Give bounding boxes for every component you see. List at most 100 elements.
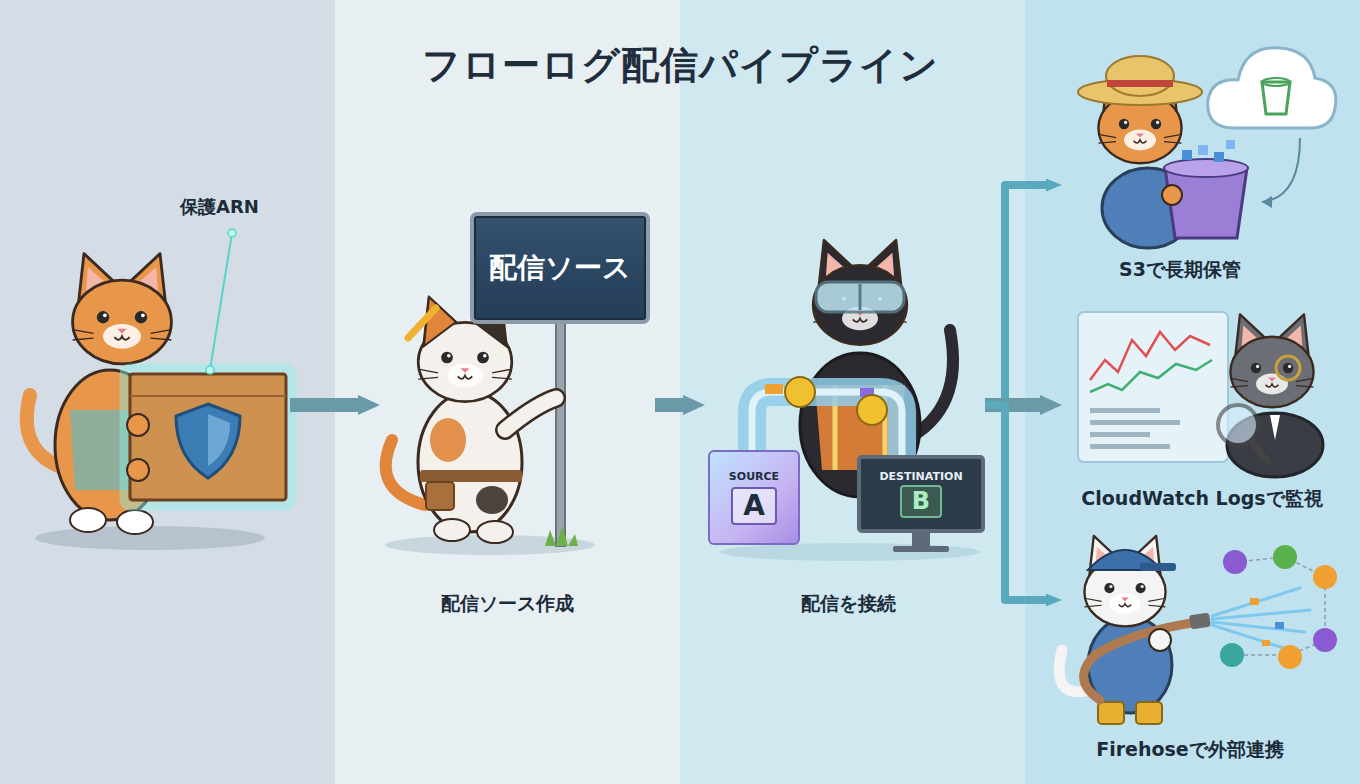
- signboard: 配信ソース: [470, 212, 650, 324]
- cat-s3-bucket: [1262, 78, 1290, 86]
- cat-connecting-pipe: [752, 392, 902, 457]
- cat-with-box: [130, 374, 286, 500]
- cat-with-sign: [477, 521, 513, 543]
- cat-cloudwatch-monitor: [1270, 415, 1280, 440]
- destination-group: S3で長期保管: [1062, 55, 1345, 290]
- cat-firehose: [1084, 536, 1165, 626]
- cat-firehose: [1250, 598, 1259, 605]
- cat-with-sign: [430, 418, 466, 462]
- flow-arrow: [985, 405, 1062, 607]
- stage-group: 配信を接続 SOURCE A DESTINATIONB: [705, 250, 985, 620]
- cat-connecting-pipe: [785, 377, 815, 407]
- sign-text: 配信ソース: [489, 249, 631, 287]
- background-bands: [335, 0, 680, 784]
- cat-connecting-pipe: [720, 543, 980, 561]
- cat-with-box: [176, 404, 240, 478]
- destination-caption: Firehoseで外部連携: [1096, 737, 1284, 763]
- cat-cloudwatch-monitor: [1090, 420, 1180, 425]
- cat-s3-bucket: [1098, 70, 1181, 163]
- cat-cloudwatch-monitor: [1090, 332, 1210, 380]
- cat-firehose: [1278, 645, 1302, 669]
- cat-connecting-pipe: [859, 284, 862, 310]
- cat-with-box: [27, 229, 292, 550]
- cat-firehose: [1212, 588, 1310, 650]
- cat-cloudwatch-monitor: [1090, 432, 1150, 437]
- cat-with-sign: [424, 297, 456, 346]
- cat-cloudwatch-monitor: [1276, 356, 1300, 380]
- arrow-head: [1040, 395, 1062, 415]
- cat-firehose: [1140, 563, 1176, 571]
- cat-with-sign: [408, 308, 436, 338]
- cat-s3-bucket: [1262, 196, 1272, 208]
- destination-group: Firehoseで外部連携: [1062, 525, 1345, 775]
- cat-connecting-pipe: [816, 282, 904, 312]
- cat-with-box: [228, 229, 236, 237]
- destination-caption: CloudWatch Logsで監視: [1081, 486, 1322, 512]
- flow-arrow: [655, 395, 705, 415]
- cat-firehose: [1275, 622, 1284, 629]
- stage-caption: 配信を接続: [801, 591, 896, 617]
- cat-with-box: [127, 414, 149, 436]
- cat-firehose: [1084, 622, 1198, 700]
- cat-with-sign: [434, 519, 470, 541]
- cat-cloudwatch-monitor: [1090, 408, 1160, 413]
- arrow-line: [655, 398, 683, 412]
- cat-with-box: [73, 254, 172, 364]
- cube-letter: A: [731, 487, 777, 525]
- cat-connecting-pipe: [765, 384, 783, 394]
- cat-cloudwatch-monitor: [1090, 444, 1170, 449]
- flow-arrow: [985, 179, 1062, 406]
- background-bands: [1025, 0, 1360, 784]
- cat-firehose: [1220, 643, 1244, 667]
- arrow-head: [358, 395, 380, 415]
- cat-firehose: [1149, 629, 1171, 651]
- source-cube: SOURCE A: [708, 450, 800, 545]
- cat-cloudwatch-monitor: [1250, 440, 1268, 462]
- cat-connecting-pipe: [857, 395, 887, 425]
- cat-connecting-pipe: [893, 546, 949, 552]
- cat-with-sign: [505, 398, 556, 430]
- cat-with-sign: [426, 482, 454, 510]
- cat-with-box: [124, 368, 292, 506]
- arrow-line: [985, 405, 1046, 600]
- cat-cloudwatch-monitor: [1218, 405, 1258, 445]
- destination-caption: S3で長期保管: [1119, 257, 1241, 283]
- cat-firehose: [1273, 545, 1297, 569]
- cat-s3-bucket: [1208, 48, 1336, 128]
- background-bands: [0, 0, 335, 784]
- cat-with-sign: [556, 318, 565, 546]
- cat-firehose: [1059, 536, 1337, 724]
- cat-s3-bucket: [1162, 185, 1182, 205]
- cat-connecting-pipe: [912, 533, 930, 547]
- background-bands: [680, 0, 1025, 784]
- cat-firehose: [1223, 550, 1247, 574]
- cat-firehose: [1262, 640, 1270, 646]
- cat-cloudwatch-monitor: [1090, 360, 1212, 392]
- stage-group: 保護ARN: [20, 185, 290, 555]
- cat-with-sign: [418, 392, 522, 532]
- arrow-line: [290, 398, 358, 412]
- cat-s3-bucket: [1164, 159, 1248, 177]
- cat-with-box: [70, 508, 106, 532]
- flow-arrow: [290, 395, 380, 415]
- arrow-head: [1046, 594, 1062, 607]
- callout-label: 保護ARN: [180, 195, 259, 219]
- stage-caption: 配信ソース作成: [441, 591, 574, 617]
- cat-firehose: [1232, 557, 1325, 655]
- cat-with-sign: [385, 297, 595, 555]
- destination-monitor: DESTINATIONB: [857, 455, 985, 533]
- cube-tag: SOURCE: [729, 470, 779, 483]
- screen-tag: DESTINATION: [879, 470, 962, 483]
- diagram-title: フローログ配信パイプライン: [422, 40, 939, 91]
- cat-with-sign: [545, 526, 578, 546]
- cat-s3-bucket: [1214, 152, 1224, 162]
- cat-with-box: [210, 233, 232, 370]
- cat-cloudwatch-monitor: [1078, 312, 1323, 477]
- cat-s3-bucket: [1106, 56, 1174, 96]
- cat-connecting-pipe: [720, 240, 980, 561]
- arrow-head: [1046, 179, 1062, 192]
- cat-cloudwatch-monitor: [1230, 314, 1313, 407]
- cat-with-box: [206, 366, 214, 374]
